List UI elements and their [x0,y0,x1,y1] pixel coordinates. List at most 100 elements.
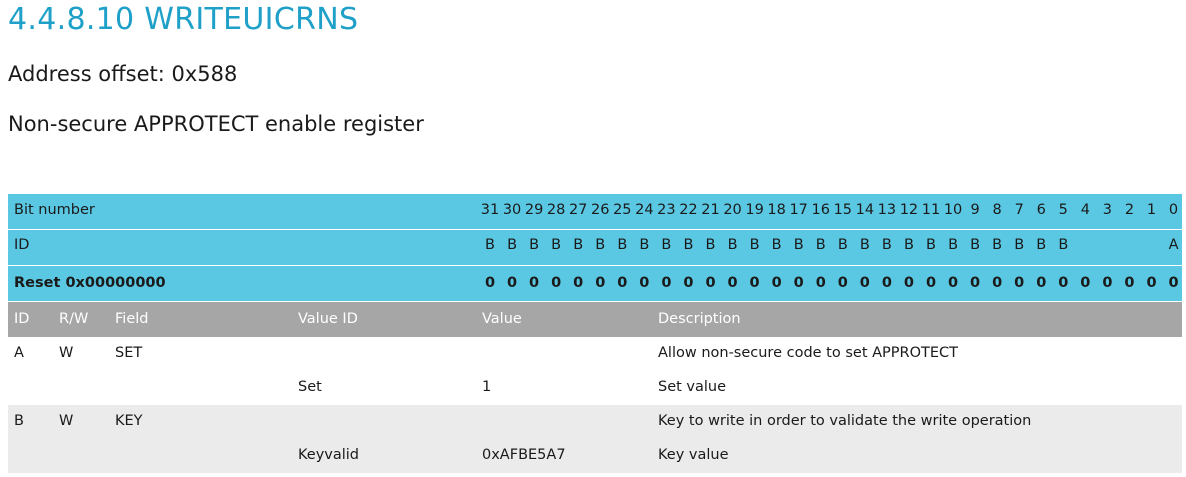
bit-id-cell: B [771,237,782,253]
reset-value-cell: 0 [573,275,584,291]
bit-number-cell: 20 [723,202,742,218]
section-heading: 4.4.8.10 WRITEUICRNS [8,2,359,37]
bit-number-cell: 17 [789,202,808,218]
header-description: Description [658,311,741,327]
row-rw: W [59,413,74,429]
reset-value-cell: 0 [1058,275,1069,291]
bit-number-cell: 9 [970,202,980,218]
bit-number-cell: 23 [657,202,676,218]
header-value-id: Value ID [298,311,358,327]
bit-number-cell: 27 [568,202,588,218]
bit-id-cell: B [529,237,540,253]
value-description: Key value [658,447,729,463]
reset-value-cell: 0 [749,275,760,291]
reset-value-cell: 0 [1036,275,1047,291]
bit-number-cell: 21 [701,202,720,218]
reset-value-cell: 0 [484,275,496,291]
reset-label: Reset 0x00000000 [14,275,166,291]
reset-value-cell: 0 [793,275,804,291]
reset-value-cell: 0 [859,275,870,291]
bit-id-cell: B [881,237,892,253]
bit-id-cell: A [1168,237,1179,253]
value-id: Set [298,379,322,395]
reset-value-cell: 0 [529,275,540,291]
bit-number-cell: 15 [833,202,853,218]
bit-id-cell: B [705,237,716,253]
reset-value-cell: 0 [1146,275,1157,291]
field-table-header: ID R/W Field Value ID Value Description [8,302,1182,337]
header-rw: R/W [59,311,89,327]
register-description: Non-secure APPROTECT enable register [8,112,424,136]
bit-number-cell: 13 [877,202,897,218]
reset-value-cell: 0 [705,275,716,291]
bit-number-cell: 24 [635,202,654,218]
bit-number-cell: 14 [855,202,875,218]
bit-id-cell: B [926,237,936,253]
bit-id-cell: B [815,237,826,253]
bit-number-cell: 6 [1036,202,1046,218]
bit-id-cell: B [683,237,694,253]
row-id: B [14,413,24,429]
field-row-a: A W SET Allow non-secure code to set APP… [8,337,1182,405]
bit-number-cell: 4 [1080,202,1090,218]
bit-number-cell: 0 [1168,202,1179,218]
bit-id-cell: B [1036,237,1047,253]
bit-number-cell: 31 [480,202,500,218]
reset-value-cell: 0 [683,275,694,291]
bit-number-cell: 18 [767,202,786,218]
header-value: Value [482,311,522,327]
bit-id-cell: B [1014,237,1025,253]
bit-number-cell: 26 [591,202,610,218]
bit-number-cell: 16 [811,202,830,218]
value-description: Set value [658,379,727,395]
reset-value-cell: 0 [617,275,628,291]
header-field: Field [115,311,149,327]
bit-number-cell: 10 [943,202,963,218]
bit-id-cell: B [859,237,870,253]
header-id: ID [14,311,30,327]
reset-value-cell: 0 [837,275,848,291]
reset-value-cell: 0 [1080,275,1091,291]
bit-number-cell: 25 [613,202,632,218]
bit-number-cell: 22 [679,202,698,218]
bit-number-cell: 11 [921,202,941,218]
row-description: Key to write in order to validate the wr… [658,413,1032,429]
bit-number-cell: 1 [1146,202,1157,218]
bit-id-cell: B [970,237,981,253]
reset-value-cell: 0 [1102,275,1113,291]
bit-id-cell: B [1058,237,1069,253]
bit-id-cell: B [485,237,495,253]
reset-value-cell: 0 [727,275,738,291]
bit-id-cell: B [793,237,804,253]
row-id: A [14,345,24,361]
bit-id-cell: B [617,237,628,253]
bit-number-cell: 28 [546,202,566,218]
row-field: KEY [115,413,143,429]
bit-number-cell: 29 [524,202,544,218]
value: 1 [482,379,492,395]
reset-value-cell: 0 [771,275,782,291]
bit-number-cell: 8 [992,202,1002,218]
reset-value-cell: 0 [1014,275,1025,291]
reset-value-cell: 0 [595,275,606,291]
value: 0xAFBE5A7 [482,447,566,463]
bit-id-cell: B [551,237,562,253]
value-id: Keyvalid [298,447,360,463]
reset-value-cell: 0 [507,275,518,291]
bit-number-cell: 19 [745,202,764,218]
bit-id-cell: B [573,237,584,253]
bit-id-cell: B [948,237,959,253]
row-field: SET [115,345,143,361]
reset-value-cell: 0 [925,275,937,291]
reset-value-cell: 0 [1168,275,1179,291]
reset-value-cell: 0 [661,275,672,291]
bit-number-cell: 3 [1102,202,1112,218]
row-description: Allow non-secure code to set APPROTECT [658,345,959,361]
bit-number-cell: 5 [1058,202,1068,218]
reset-value-cell: 0 [970,275,981,291]
bit-id-cell: B [661,237,672,253]
bit-id-cell: B [837,237,848,253]
